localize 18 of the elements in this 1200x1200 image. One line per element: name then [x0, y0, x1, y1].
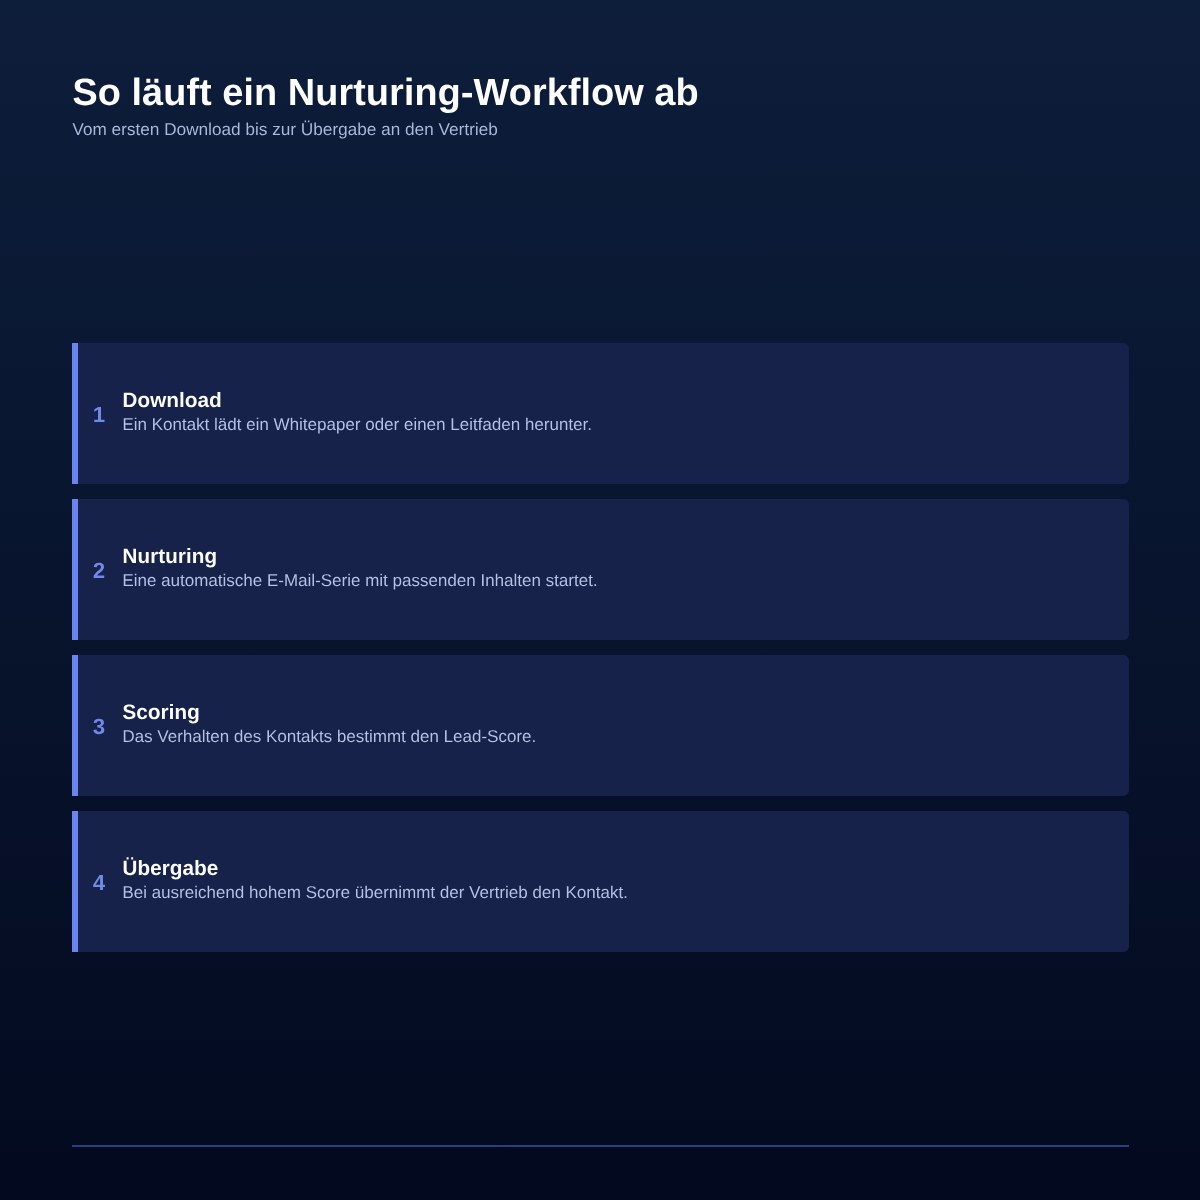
step-heading: Scoring [123, 703, 199, 724]
step-heading: Download [123, 391, 221, 408]
step-description: Das Verhalten des Kontakts bestimmt den Lead-Score. [123, 729, 535, 743]
step-card [72, 655, 1129, 796]
step-number: 1 [94, 406, 105, 422]
step-card [72, 811, 1129, 952]
step-card [72, 343, 1129, 484]
step-card [72, 499, 1129, 640]
title: So läuft ein Nurturing-Workflow ab [73, 77, 698, 114]
step-number: 4 [93, 874, 105, 890]
subtitle: Vom ersten Download bis zur Übergabe an den Vertrieb [72, 120, 498, 139]
step-heading: Übergabe [123, 857, 218, 880]
step-description: Ein Kontakt lädt ein Whitepaper oder einen Leitfaden herunter. [123, 417, 591, 434]
step-heading: Nurturing [123, 547, 216, 568]
step-number: 2 [93, 562, 105, 578]
step-number: 3 [93, 718, 105, 735]
step-description: Eine automatische E-Mail-Serie mit passenden Inhalten startet. [123, 573, 597, 590]
step-description: Bei ausreichend hohem Score übernimmt der Vertrieb den Kontakt. [123, 885, 627, 899]
